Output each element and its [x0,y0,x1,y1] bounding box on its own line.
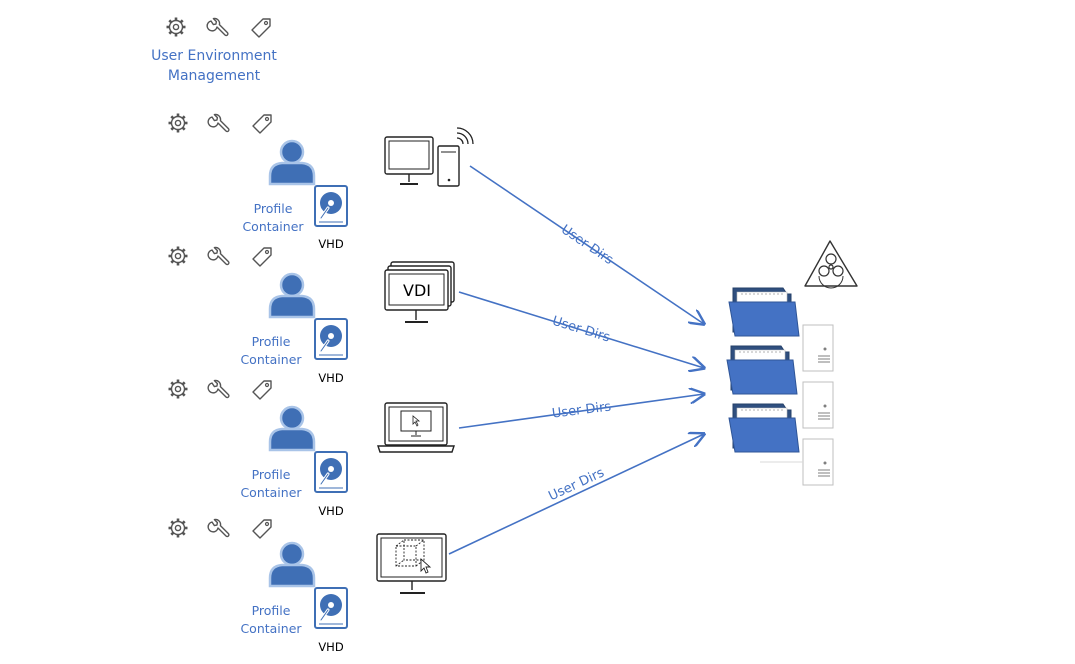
tag-icon [252,247,272,267]
gear-icon [167,517,189,539]
biohazard-icon [804,240,858,289]
vhd-label: VHD [318,640,344,654]
user-row-4: Profile Container VHD [167,517,349,654]
wrench-icon [206,17,229,37]
profile-label-line1: Profile [252,603,291,618]
uem-tools-icons [165,16,271,38]
disk-icon [313,317,349,361]
vhd-label: VHD [318,237,344,251]
server-icon [802,381,834,429]
file-servers [760,324,834,486]
vhd-label: VHD [318,504,344,518]
user-row-1: Profile Container VHD [167,112,349,251]
row-tools-icons [167,517,272,539]
disk-icon [313,184,349,228]
connector-label: User Dirs [551,399,612,421]
gear-icon [167,112,189,134]
wrench-icon [207,246,230,266]
server-icon [802,438,834,486]
connector-2 [458,291,704,368]
uem-title-line1: User Environment [151,48,277,64]
disk-icon [313,450,349,494]
tag-icon [252,114,272,134]
user-row-2: Profile Container VHD [167,245,349,385]
connector-label: User Dirs [558,222,616,268]
profile-label-line2: Container [240,621,302,636]
profile-label-line1: Profile [254,201,293,216]
tag-icon [252,380,272,400]
gear-icon [167,378,189,400]
uem-title-line2: Management [168,68,261,84]
gear-icon [167,245,189,267]
row-tools-icons [167,245,272,267]
wrench-icon [207,113,230,133]
disk-icon [313,586,349,630]
connector-4 [448,434,704,555]
person-icon [268,272,316,319]
row-tools-icons [167,112,272,134]
tag-icon [252,519,272,539]
connector-1 [469,165,704,324]
folder-icon [728,287,800,337]
folder-icon [728,403,800,453]
profile-label-line2: Container [240,352,302,367]
server-icon [802,324,834,372]
wrench-icon [207,518,230,538]
profile-label-line2: Container [240,485,302,500]
person-icon [268,405,316,452]
connector-label: User Dirs [550,314,612,346]
connector-labels: User Dirs User Dirs User Dirs User Dirs [546,222,616,504]
connector-3 [458,394,704,429]
gear-icon [165,16,187,38]
file-share-folders [726,287,800,453]
row-tools-icons [167,378,272,400]
3d-workstation-icon [376,533,447,594]
profile-label-line1: Profile [252,334,291,349]
laptop-icon [377,402,455,453]
connector-lines [448,165,704,555]
tag-icon [251,18,271,38]
vdi-monitor-icon [384,261,455,323]
profile-label-line1: Profile [252,467,291,482]
wrench-icon [207,379,230,399]
user-row-3: Profile Container VHD [167,378,349,518]
vhd-label: VHD [318,371,344,385]
folder-icon [726,345,798,395]
vdi-text: VDI [403,281,431,300]
person-icon [268,139,316,186]
desktop-pc-icon [384,127,474,187]
profile-label-line2: Container [242,219,304,234]
person-icon [268,541,316,588]
